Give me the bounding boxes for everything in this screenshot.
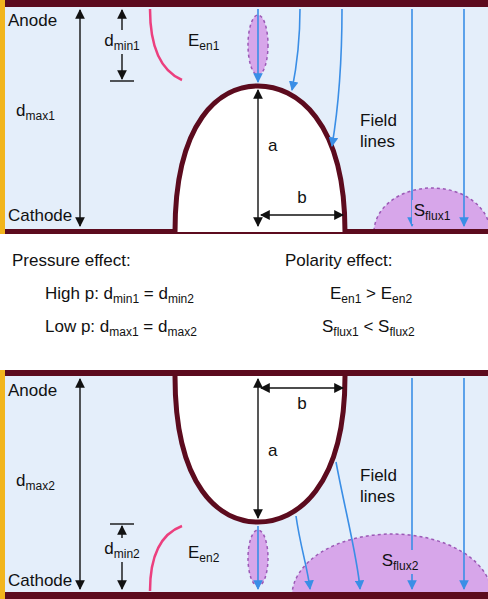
effect-note: Een1 > Een2: [330, 283, 412, 307]
top-panel: [0, 0, 488, 276]
field-profile: [150, 9, 182, 80]
bottom-panel: [0, 370, 488, 599]
effect-heading: Pressure effect:: [12, 250, 131, 271]
dimension-arrows: [80, 379, 343, 589]
effect-note: High p: dmin1 = dmin2: [45, 283, 194, 307]
protrusion: [175, 376, 345, 522]
dimension-label: dmin2: [102, 538, 141, 562]
electrode-name: Anode: [8, 380, 57, 401]
dimension-label: b: [297, 393, 306, 414]
field-lines: [258, 378, 464, 589]
flux-symbol: Sflux1: [412, 200, 453, 224]
flux-region: [374, 188, 488, 234]
side-edge: [0, 370, 5, 599]
field-lines-label: Field lines: [360, 110, 406, 153]
dimension-arrows: [80, 10, 343, 226]
dimension-label: dmin1: [102, 30, 141, 54]
field-lines-label: Field lines: [360, 465, 406, 508]
field-symbol: Een2: [188, 542, 219, 566]
effect-heading: Polarity effect:: [285, 250, 392, 271]
dimension-label: dmax2: [16, 470, 55, 494]
effect-note: Sflux1 < Sflux2: [322, 316, 415, 340]
electrode-name: Cathode: [8, 570, 72, 591]
electrode-name: Anode: [8, 10, 57, 31]
field-profile: [150, 526, 182, 591]
gas-gap: [0, 370, 488, 599]
anode-plate: [0, 370, 488, 376]
flux-region: [292, 534, 488, 599]
field-lines: [258, 9, 464, 226]
dimension-label: a: [268, 135, 277, 156]
effect-note: Low p: dmax1 = dmax2: [45, 316, 197, 340]
field-symbol: Een1: [188, 30, 219, 54]
side-edge: [0, 0, 5, 234]
dimension-label: dmax1: [16, 100, 55, 124]
flux-symbol: Sflux2: [380, 550, 421, 574]
electrode-name: Cathode: [8, 205, 72, 226]
cathode-plate: [0, 592, 488, 599]
dimension-label: b: [297, 187, 306, 208]
protrusion: [175, 86, 345, 232]
dimension-label: a: [268, 440, 277, 461]
anode-plate: [0, 0, 488, 7]
